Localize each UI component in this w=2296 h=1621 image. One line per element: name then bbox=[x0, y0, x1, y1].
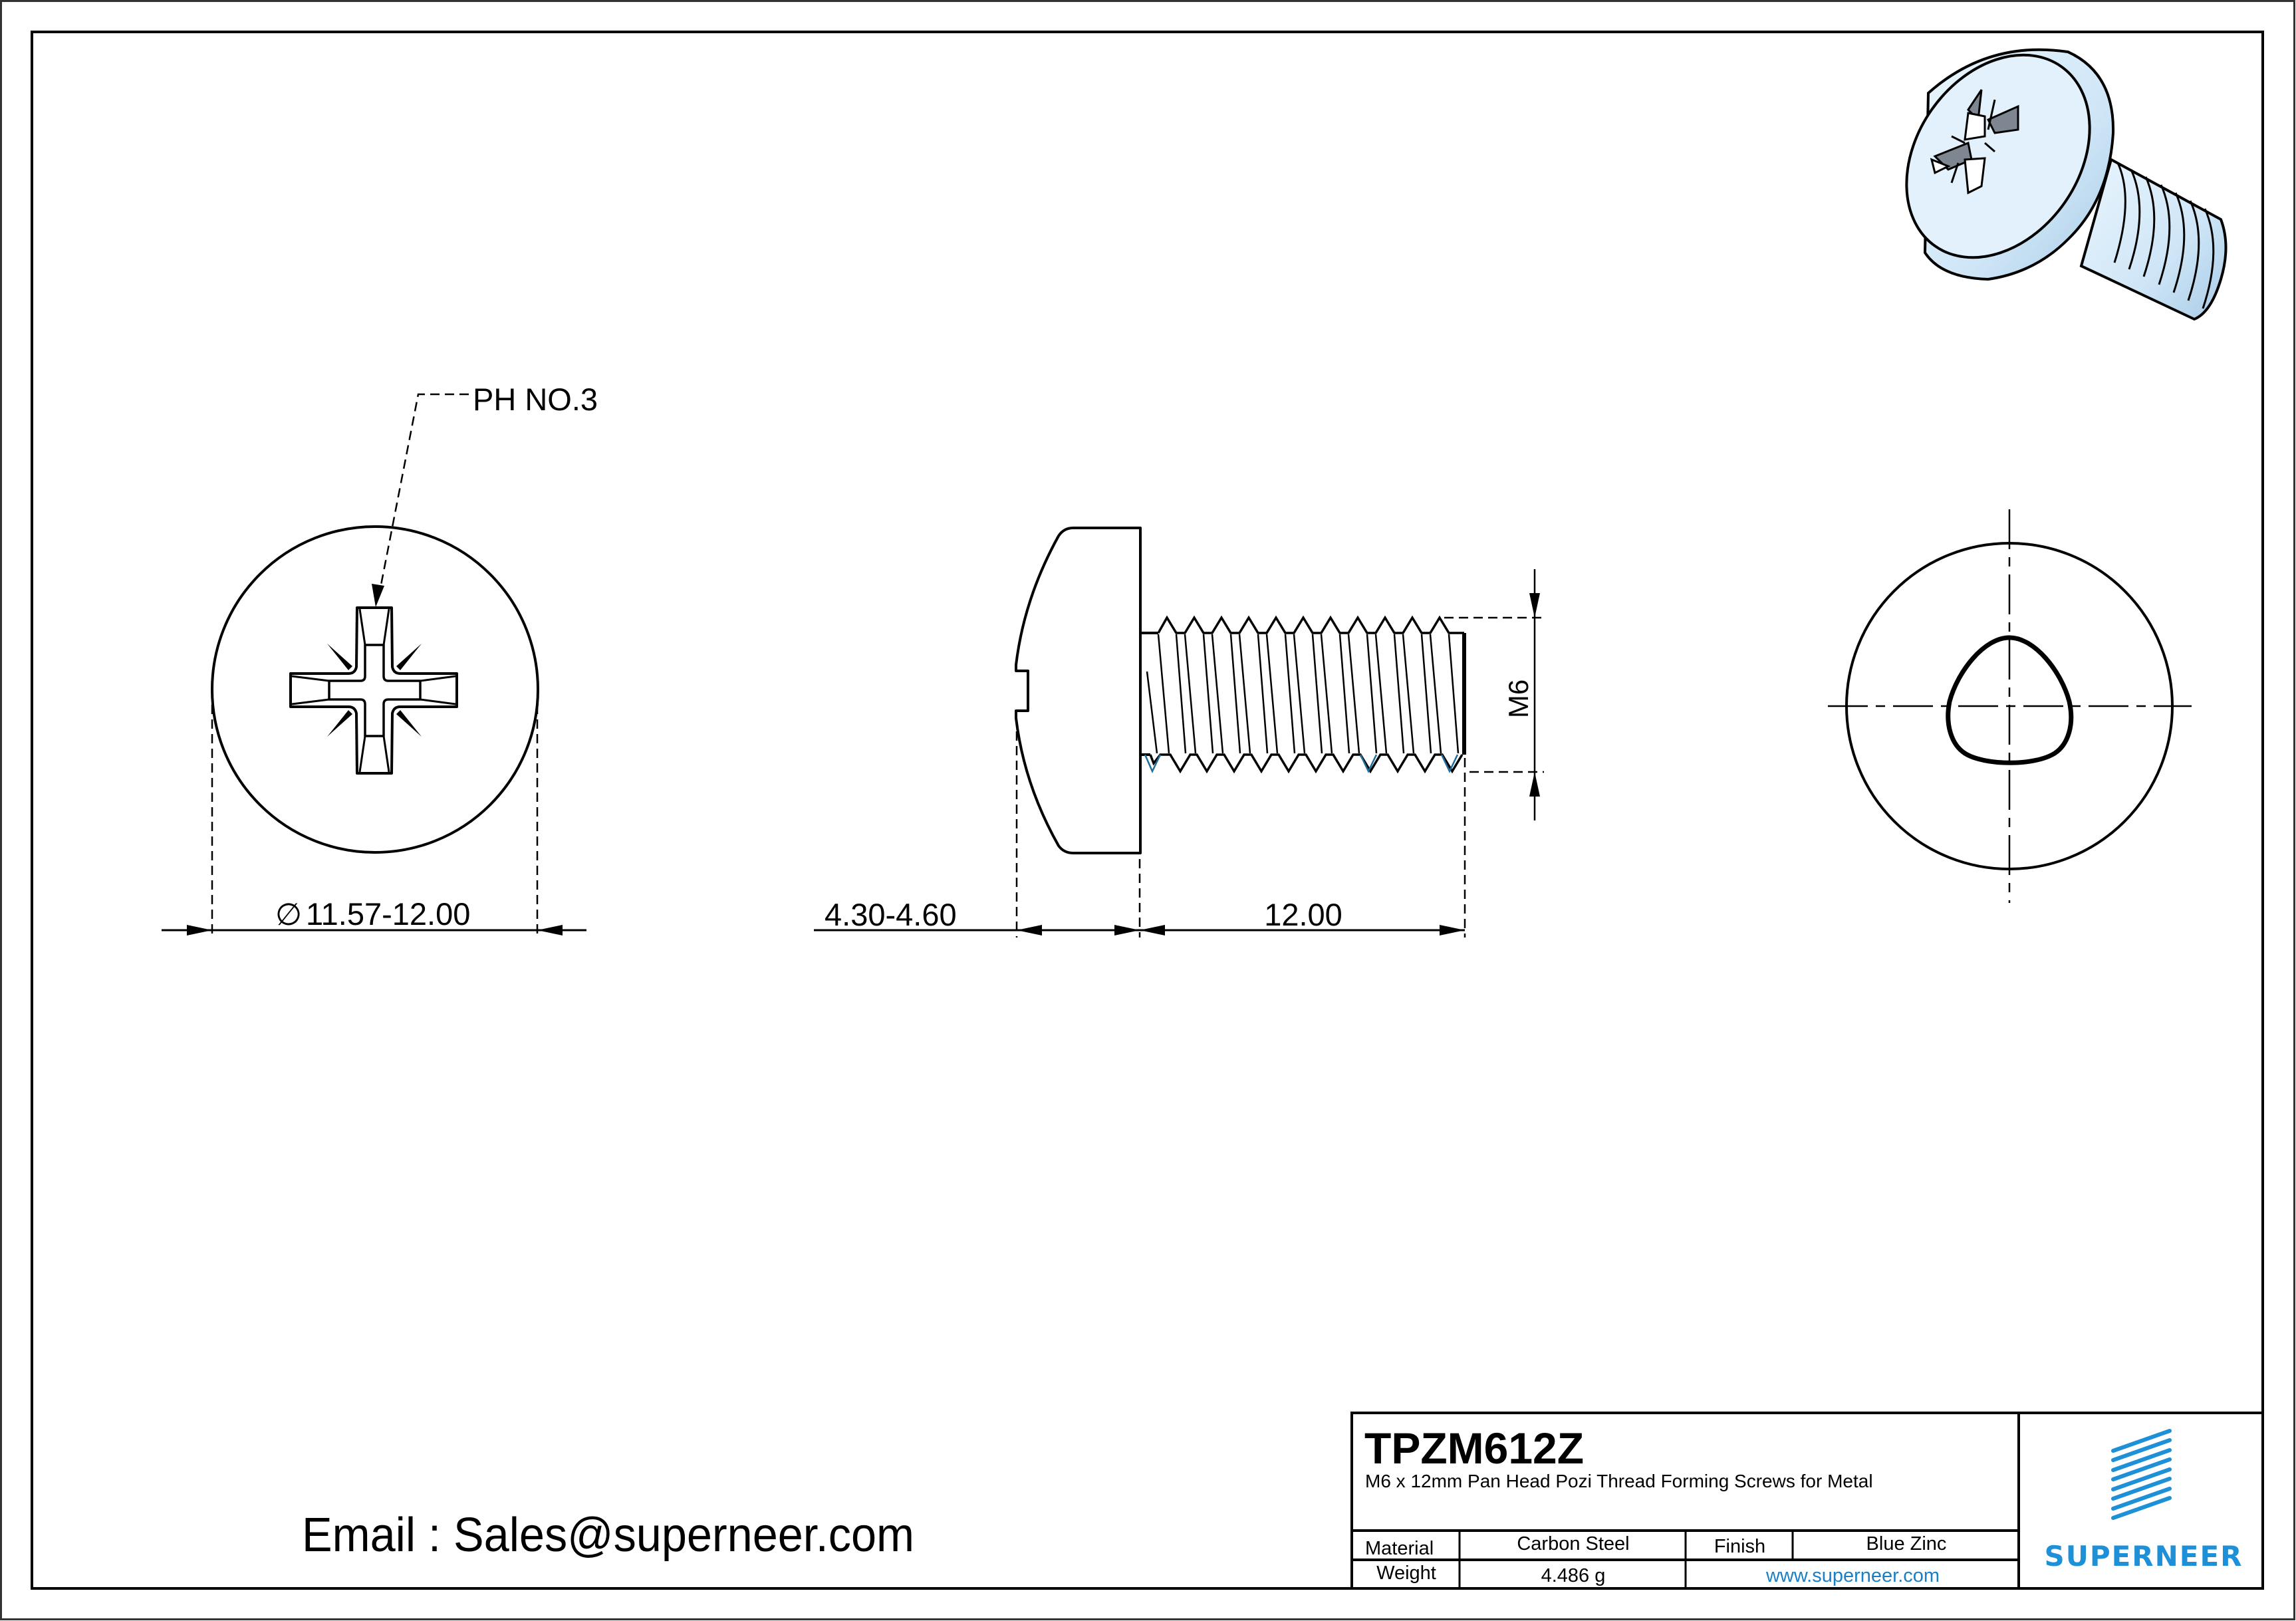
pozi-recess-icon bbox=[289, 606, 458, 775]
title-block-frame bbox=[1350, 1412, 2264, 1590]
brand-name: SUPERNEER bbox=[2044, 1540, 2243, 1572]
callout-arrow-icon bbox=[372, 584, 384, 607]
material-value: Carbon Steel bbox=[1517, 1533, 1630, 1555]
finish-label: Finish bbox=[1714, 1535, 1766, 1557]
website-link[interactable]: www.superneer.com bbox=[1765, 1564, 1940, 1586]
weight-label: Weight bbox=[1376, 1562, 1436, 1584]
weight-value: 4.486 g bbox=[1541, 1564, 1606, 1586]
top-view: PH NO.3 ∅ 11.57-12.00 bbox=[162, 382, 598, 937]
diameter-symbol: ∅ bbox=[275, 897, 302, 932]
head-profile bbox=[1015, 527, 1142, 854]
head-outline-circle bbox=[211, 525, 539, 854]
diameter-dimension: 11.57-12.00 bbox=[306, 896, 470, 932]
contact-email[interactable]: Email : Sales@superneer.com bbox=[302, 1509, 915, 1562]
end-view bbox=[1828, 509, 2192, 903]
thread-bottom-profile bbox=[1149, 753, 1464, 774]
isometric-view bbox=[1905, 48, 2228, 321]
length-dimension: 12.00 bbox=[1264, 897, 1342, 932]
material-label: Material bbox=[1365, 1537, 1434, 1559]
inner-border bbox=[31, 31, 2264, 1590]
part-number: TPZM612Z bbox=[1364, 1424, 1585, 1473]
thread-size-dimension: M6 bbox=[1503, 680, 1534, 718]
head-height-dimension: 4.30-4.60 bbox=[825, 897, 957, 932]
pozi-size-callout: PH NO.3 bbox=[473, 382, 598, 417]
callout-leader bbox=[378, 393, 469, 592]
part-description: M6 x 12mm Pan Head Pozi Thread Forming S… bbox=[1365, 1471, 1873, 1491]
finish-value: Blue Zinc bbox=[1866, 1533, 1947, 1555]
side-view: M6 4.30-4.60 12.00 bbox=[814, 527, 1544, 937]
superneer-logo-icon bbox=[2111, 1429, 2172, 1520]
thread-top-profile bbox=[1157, 615, 1464, 634]
trilobular-section bbox=[1946, 635, 2074, 765]
